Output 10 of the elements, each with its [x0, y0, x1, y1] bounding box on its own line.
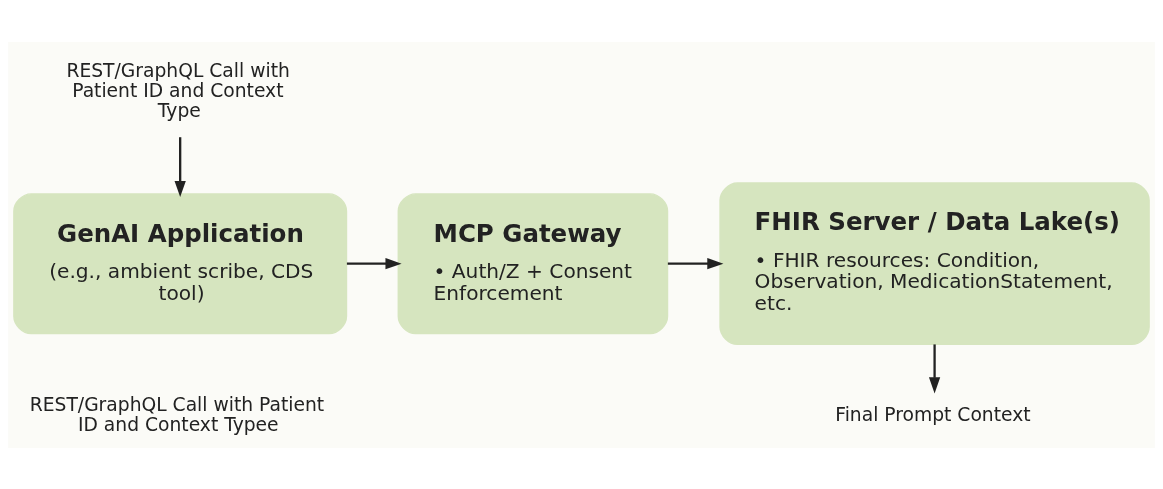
node-box: MCP Gateway • Auth/Z + Consent Enforcement	[397, 192, 669, 334]
node-box: GenAI Application (e.g., ambient scribe, CDS tool)	[13, 192, 348, 334]
node-box: FHIR Server / Data Lake(s) • FHIR resources: Condition, Observation, MedicationStatement, etc.	[719, 181, 1150, 345]
arrow	[928, 343, 941, 393]
arrow	[174, 136, 186, 197]
node-text: Final Prompt Context	[835, 403, 1031, 425]
arrow	[346, 257, 402, 269]
arrow	[667, 257, 724, 269]
node-label: REST/GraphQL Call with Patient ID and Context Typee	[29, 393, 325, 435]
node-text: REST/GraphQL Call with Patient ID and Context Type	[66, 59, 290, 121]
